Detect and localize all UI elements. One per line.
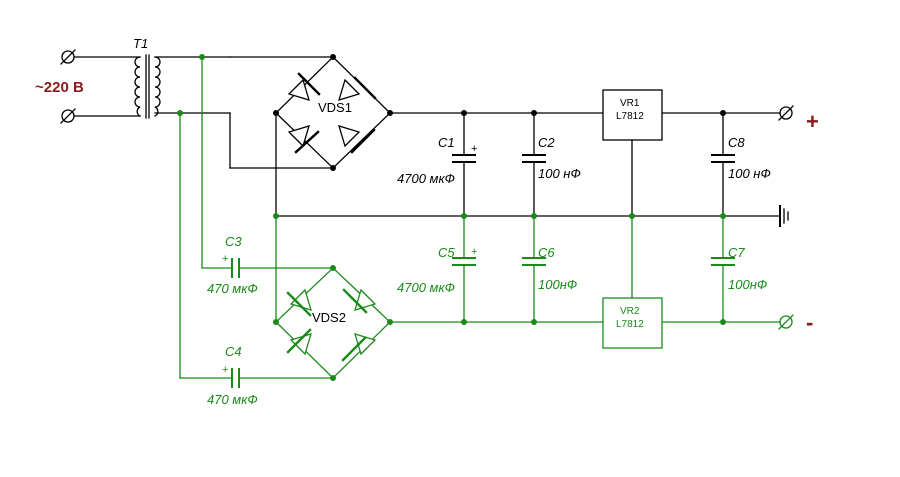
junctions-green (177, 54, 726, 381)
output-positive-label: + (806, 109, 819, 134)
mains-voltage-label: ~220 В (35, 79, 84, 96)
transformer-t1: T1 (133, 36, 231, 119)
c8-name: C8 (728, 135, 745, 150)
capacitor-c2: C2 100 нФ (522, 112, 581, 217)
bridge-vds2: VDS2 (275, 267, 391, 379)
c4-name: C4 (225, 344, 242, 359)
svg-text:+: + (222, 253, 228, 265)
positive-rail-wiring (229, 56, 794, 227)
regulator-vr2: VR2 L7812 (602, 297, 663, 349)
vr2-part: L7812 (616, 319, 644, 330)
bridge-vds1: VDS1 (275, 56, 391, 169)
transformer-label: T1 (133, 36, 148, 51)
output-negative-label: - (806, 310, 813, 335)
c7-name: C7 (728, 245, 745, 260)
c1-value: 4700 мкФ (397, 171, 455, 186)
capacitor-c7: C7 100нФ (711, 245, 767, 323)
vr2-name: VR2 (620, 306, 640, 317)
capacitor-c5: + C5 4700 мкФ (397, 245, 477, 323)
c4-value: 470 мкФ (207, 392, 258, 407)
c6-value: 100нФ (538, 277, 577, 292)
capacitor-c8: C8 100 нФ (711, 112, 771, 217)
capacitor-c6: C6 100нФ (522, 245, 577, 323)
vr1-part: L7812 (616, 111, 644, 122)
vr1-name: VR1 (620, 98, 640, 109)
c3-name: C3 (225, 234, 242, 249)
bridge-2-label: VDS2 (312, 310, 346, 325)
c1-name: C1 (438, 135, 455, 150)
bridge-1-label: VDS1 (318, 100, 352, 115)
mains-input: ~220 В (35, 49, 141, 124)
svg-text:+: + (471, 246, 477, 258)
c7-value: 100нФ (728, 277, 767, 292)
capacitor-c3: + C3 470 мкФ (207, 234, 258, 296)
svg-text:+: + (222, 364, 228, 376)
c2-name: C2 (538, 135, 555, 150)
c5-name: C5 (438, 245, 455, 260)
negative-rail-wiring (179, 56, 794, 379)
regulator-vr1: VR1 L7812 (602, 89, 663, 217)
c8-value: 100 нФ (728, 166, 771, 181)
c6-name: C6 (538, 245, 555, 260)
terminal-positive (779, 106, 793, 120)
terminal-negative (779, 315, 793, 329)
c3-value: 470 мкФ (207, 281, 258, 296)
c5-value: 4700 мкФ (397, 280, 455, 295)
svg-text:+: + (471, 143, 477, 155)
capacitor-c1: + C1 4700 мкФ (397, 112, 477, 217)
junctions-black (273, 54, 726, 171)
c2-value: 100 нФ (538, 166, 581, 181)
capacitor-c4: + C4 470 мкФ (207, 344, 258, 407)
